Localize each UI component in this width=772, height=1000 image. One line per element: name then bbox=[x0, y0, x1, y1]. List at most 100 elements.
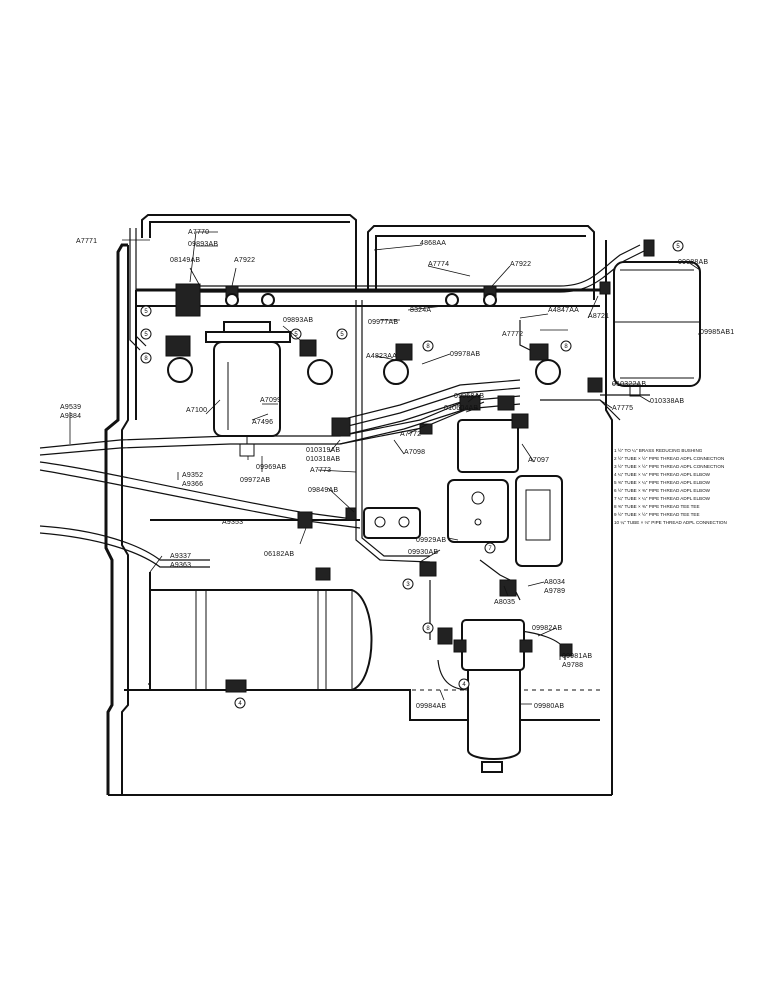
lower-fuel-filter bbox=[453, 619, 533, 773]
legend-item: 9 ½" TUBE × ½" PIPE THREAD TEE TEE bbox=[614, 511, 700, 517]
legend-item: 3 ½" TUBE × ½" PIPE THREAD ADPL CONNECTI… bbox=[614, 463, 724, 469]
fittings bbox=[165, 281, 611, 657]
label-a7100: A7100 bbox=[186, 407, 207, 414]
callout-circles: 5 5 5 5 5 8 8 8 3 7 8 4 4 bbox=[140, 240, 684, 709]
label-09982ab: 09982AB bbox=[532, 625, 562, 632]
label-09984ab: 09984AB bbox=[416, 703, 446, 710]
label-09893ab-mid: 09893AB bbox=[283, 317, 313, 324]
callout-number: 7 bbox=[488, 546, 492, 552]
label-010319ab: 010319AB bbox=[306, 447, 340, 454]
left-fuel-filter bbox=[205, 321, 291, 457]
label-a9337: A9337 bbox=[170, 553, 191, 560]
callout-circle bbox=[484, 542, 496, 554]
callout-circle bbox=[402, 578, 414, 590]
label-09930ab: 09930AB bbox=[408, 549, 438, 556]
callout-circle bbox=[336, 328, 348, 340]
legend-item: 1 ½" TO ¼" BRASS REDUCING BUSHING bbox=[614, 447, 703, 453]
callout-number: 3 bbox=[406, 582, 410, 588]
fuel-pump bbox=[363, 419, 563, 567]
callout-number: 5 bbox=[294, 332, 298, 338]
label-09985ab1: 09985AB1 bbox=[700, 329, 734, 336]
callout-circle bbox=[422, 622, 434, 634]
right-fuel-tank bbox=[613, 239, 701, 397]
callout-circle bbox=[140, 305, 152, 317]
air-cylinder bbox=[149, 567, 373, 693]
label-a9384: A9384 bbox=[60, 413, 81, 420]
label-a7099: A7099 bbox=[260, 397, 281, 404]
callout-circle bbox=[672, 240, 684, 252]
callout-circle bbox=[290, 328, 302, 340]
callout-number: 4 bbox=[238, 701, 242, 707]
label-a9352: A9352 bbox=[182, 472, 203, 479]
legend-item: 8 ⅜" TUBE × ⅜" PIPE THREAD TEE TEE bbox=[614, 504, 700, 509]
label-09968ab: 09968AB bbox=[454, 393, 484, 400]
callout-number: 4 bbox=[462, 682, 466, 688]
label-a7773: A7773 bbox=[310, 467, 331, 474]
label-a7772-mid: A7772 bbox=[400, 431, 421, 438]
label-a7922-left: A7922 bbox=[234, 257, 255, 264]
callout-number: 5 bbox=[144, 332, 148, 338]
legend-item: 6 ½" TUBE × ⅜" PIPE THREAD ADPL ELBOW bbox=[614, 487, 711, 493]
callout-number: 5 bbox=[144, 309, 148, 315]
label-a7496: A7496 bbox=[252, 419, 273, 426]
label-08149ab: 08149AB bbox=[170, 257, 200, 264]
label-4868aa: 4868AA bbox=[420, 240, 446, 247]
label-06182ab: 06182AB bbox=[264, 551, 294, 558]
label-a4823aa: A4823AA bbox=[366, 353, 397, 360]
label-09849ab: 09849AB bbox=[308, 487, 338, 494]
label-010318ab: 010318AB bbox=[306, 456, 340, 463]
label-a7097: A7097 bbox=[528, 457, 549, 464]
callout-circle bbox=[140, 328, 152, 340]
label-a9353: A9353 bbox=[222, 519, 243, 526]
label-010338ab: 010338AB bbox=[650, 398, 684, 405]
label-a9789: A9789 bbox=[544, 588, 565, 595]
callout-number: 8 bbox=[144, 356, 148, 362]
callout-number: 5 bbox=[676, 244, 680, 250]
label-a8721: A8721 bbox=[588, 313, 609, 320]
label-a7771: A7771 bbox=[76, 238, 97, 245]
callout-circle bbox=[140, 352, 152, 364]
label-8324a: 8324A bbox=[410, 307, 431, 314]
label-a7774: A7774 bbox=[428, 261, 449, 268]
callout-circle bbox=[422, 340, 434, 352]
legend-item: 4 ¼" TUBE × ⅛" PIPE THREAD ADPL ELBOW bbox=[614, 472, 711, 477]
legend-item: 10 ¼" TUBE × ⅛" PIPE THREAD ADPL CONNECT… bbox=[614, 520, 727, 525]
part-labels: A7771 A7770 09893AB 08149AB A7922 4868AA… bbox=[60, 229, 734, 710]
fitting-legend: 1 ½" TO ¼" BRASS REDUCING BUSHING 2 ½" T… bbox=[614, 447, 727, 525]
callout-number: 8 bbox=[426, 344, 430, 350]
label-a9363: A9363 bbox=[170, 562, 191, 569]
callout-circle bbox=[234, 697, 246, 709]
label-010604ab: 010604AB bbox=[444, 405, 478, 412]
legend-item: 5 ⅜" TUBE × ¼" PIPE THREAD ADPL ELBOW bbox=[614, 480, 711, 485]
label-a8034: A8034 bbox=[544, 579, 565, 586]
label-a7772-top: A7772 bbox=[502, 331, 523, 338]
callout-number: 8 bbox=[426, 626, 430, 632]
label-a7098: A7098 bbox=[404, 449, 425, 456]
label-09972ab: 09972AB bbox=[240, 477, 270, 484]
label-a7922-right: A7922 bbox=[510, 261, 531, 268]
label-09977ab: 09977AB bbox=[368, 319, 398, 326]
callout-number: 5 bbox=[340, 332, 344, 338]
label-010322ab: 010322AB bbox=[612, 381, 646, 388]
label-09969ab: 09969AB bbox=[256, 464, 286, 471]
label-a9539: A9539 bbox=[60, 404, 81, 411]
label-09978ab: 09978AB bbox=[450, 351, 480, 358]
legend-item: 2 ½" TUBE × ½" PIPE THREAD ADPL CONNECTI… bbox=[614, 455, 724, 461]
label-a9366: A9366 bbox=[182, 481, 203, 488]
label-09981ab: 09981AB bbox=[562, 653, 592, 660]
label-09893ab-top: 09893AB bbox=[188, 241, 218, 248]
label-a7775: A7775 bbox=[612, 405, 633, 412]
callout-number: 8 bbox=[564, 344, 568, 350]
callout-circle bbox=[560, 340, 572, 352]
label-a9788: A9788 bbox=[562, 662, 583, 669]
label-a7770: A7770 bbox=[188, 229, 209, 236]
callout-circle bbox=[458, 678, 470, 690]
label-09988ab: 09988AB bbox=[678, 259, 708, 266]
label-09929ab: 09929AB bbox=[416, 537, 446, 544]
label-a8035: A8035 bbox=[494, 599, 515, 606]
leader-lines bbox=[69, 231, 701, 705]
legend-item: 7 ¼" TUBE × ¼" PIPE THREAD ADPL ELBOW bbox=[614, 496, 711, 501]
label-09980ab: 09980AB bbox=[534, 703, 564, 710]
label-a4847aa: A4847AA bbox=[548, 307, 579, 314]
